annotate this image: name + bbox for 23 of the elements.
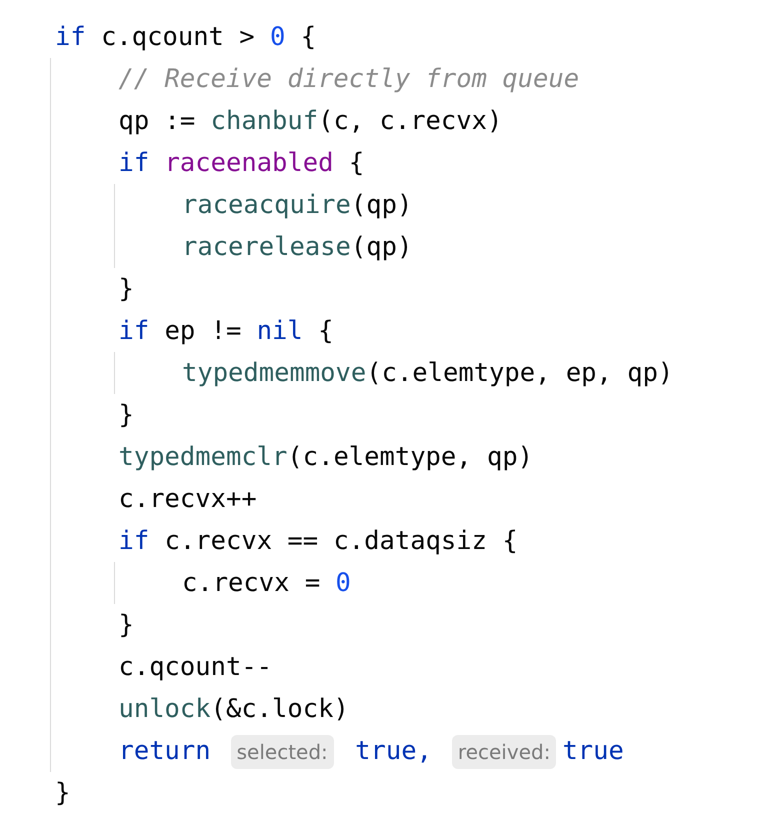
- code-line: }: [118, 609, 134, 642]
- code-line: typedmemmove(c.elemtype, ep, qp): [182, 357, 674, 390]
- code-line: c.recvx++: [118, 483, 257, 516]
- code-line: }: [55, 777, 70, 810]
- code-line: c.qcount--: [118, 651, 272, 684]
- code-line: }: [118, 399, 134, 432]
- code-line: if raceenabled {: [118, 147, 364, 180]
- code-line: typedmemclr(c.elemtype, qp): [118, 441, 534, 474]
- code-keyword: true: [562, 736, 624, 766]
- code-line: }: [118, 273, 134, 306]
- code-line: if c.recvx == c.dataqsiz {: [118, 525, 518, 558]
- inlay-hint: received:: [452, 735, 556, 770]
- code-line: raceacquire(qp): [182, 189, 412, 222]
- code-comment: // Receive directly from queue: [118, 63, 580, 96]
- code-keyword: return: [118, 736, 211, 766]
- code-line: unlock(&c.lock): [118, 693, 349, 726]
- code-line: qp := chanbuf(c, c.recvx): [118, 105, 502, 138]
- code-line: if c.qcount > 0 {: [55, 21, 316, 54]
- code-line: racerelease(qp): [182, 231, 412, 264]
- code-keyword: true,: [355, 736, 432, 766]
- code-line: if ep != nil {: [118, 315, 334, 348]
- code-line: c.recvx = 0: [182, 567, 351, 600]
- inlay-hint: selected:: [230, 735, 334, 770]
